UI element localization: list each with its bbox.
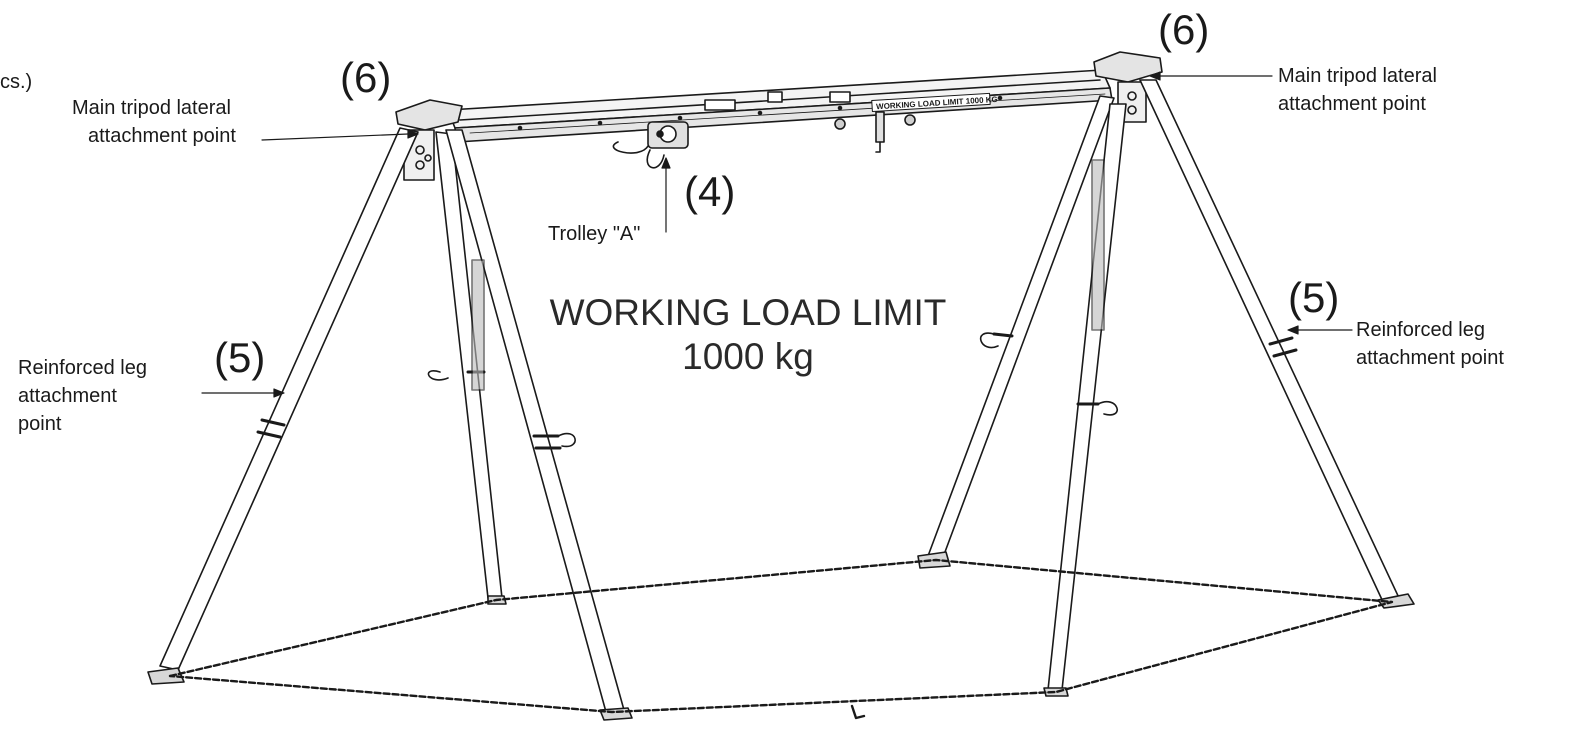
right-inner-leg [1047,103,1127,691]
callout-left-leg-line3: point [18,413,62,435]
left-tripod-head [395,99,463,181]
callout-number-left-lateral: (6) [340,54,392,101]
leader-lines [201,71,1353,398]
corner-fragment: cs.) [0,71,33,93]
tripod-feet [147,551,1415,721]
working-load-limit-title: WORKING LOAD LIMIT [549,292,947,333]
callout-right-lateral-line2: attachment point [1278,93,1426,115]
beam-hooks [834,111,916,153]
callout-number-right-leg: (5) [1288,274,1340,321]
right-front-leg [1139,79,1401,605]
callout-left-lateral-line1: Main tripod lateral [72,97,231,119]
working-load-limit-value: 1000 kg [682,336,814,377]
top-beam [447,69,1113,143]
callout-number-left-leg: (5) [214,334,266,381]
trolley-a [612,121,689,169]
callout-left-leg-line1: Reinforced leg [18,357,147,379]
callout-right-leg-line2: attachment point [1356,347,1504,369]
ground-chain [168,558,1394,720]
callout-right-leg-line1: Reinforced leg [1356,319,1485,341]
beam-load-plate [871,92,991,113]
callout-right-lateral-line1: Main tripod lateral [1278,65,1437,87]
left-front-leg [159,127,419,671]
callout-trolley-label: Trolley "A" [548,223,641,245]
callout-left-leg-line2: attachment [18,385,117,407]
callout-number-trolley: (4) [684,168,736,215]
callout-left-lateral-line2: attachment point [88,125,236,147]
callout-number-right-lateral: (6) [1158,6,1210,53]
